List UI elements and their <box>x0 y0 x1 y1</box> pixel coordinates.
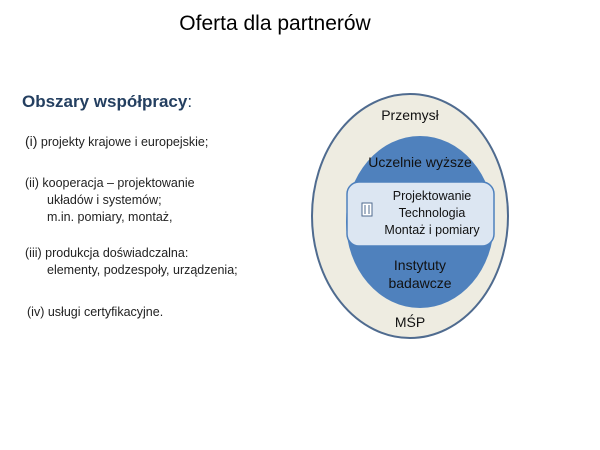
center-labels: Projektowanie Technologia Montaż i pomia… <box>372 188 492 239</box>
center-label: Montaż i pomiary <box>384 223 480 237</box>
label-instytuty: Instytuty badawcze <box>370 256 470 292</box>
label-msp: MŚP <box>394 314 426 330</box>
section-heading-text: Obszary współpracy <box>22 92 188 111</box>
label-uczelnie: Uczelnie wyższe <box>368 154 472 170</box>
list-item: (iv) usługi certyfikacyjne. <box>27 304 163 321</box>
item-text: kooperacja – projektowanie <box>42 176 195 190</box>
center-label: Projektowanie <box>392 189 472 203</box>
item-text: projekty krajowe i europejskie; <box>40 135 209 149</box>
item-number: (iv) <box>27 305 45 319</box>
ite-logo-icon <box>361 202 373 217</box>
item-text: układów i systemów; <box>47 193 162 207</box>
item-text: usługi certyfikacyjne. <box>47 305 164 319</box>
item-text: produkcja doświadczalna: <box>45 246 189 260</box>
center-box <box>346 181 495 247</box>
heading-colon: : <box>187 92 193 111</box>
label-przemysl: Przemysł <box>381 107 439 123</box>
label-line: badawcze <box>388 275 452 291</box>
center-label: Technologia <box>398 206 466 220</box>
slide-title: Oferta dla partnerów <box>179 12 371 35</box>
list-item: (ii) kooperacja – projektowanie układów … <box>25 175 195 226</box>
item-number: (iii) <box>25 246 42 260</box>
section-heading: Obszary współpracy: <box>22 92 192 112</box>
label-line: Instytuty <box>393 257 447 273</box>
item-text: elementy, podzespoły, urządzenia; <box>47 263 238 277</box>
list-item: (iii) produkcja doświadczalna: elementy,… <box>25 245 238 279</box>
item-text: m.in. pomiary, montaż, <box>47 210 173 224</box>
item-number: (ii) <box>25 176 39 190</box>
list-item: (i) projekty krajowe i europejskie; <box>25 133 208 151</box>
item-number: (i) <box>25 133 38 149</box>
